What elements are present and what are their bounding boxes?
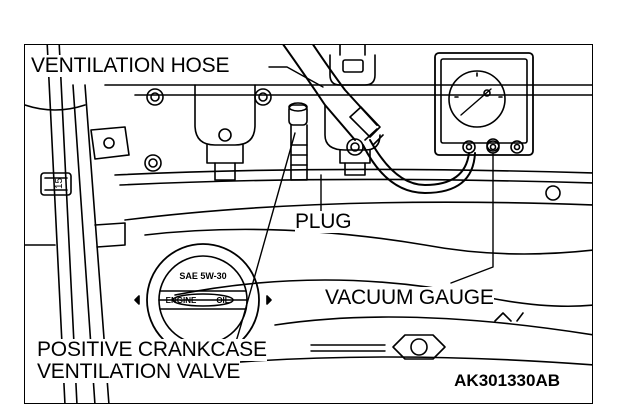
leader-lines <box>234 66 494 352</box>
ventilation-hose-label: VENTILATION HOSE <box>31 54 230 77</box>
figure-code: AK301330AB <box>454 371 560 390</box>
hose-clamp: 15 <box>40 172 72 196</box>
vacuum-line <box>362 139 476 194</box>
cap-engine-text: ENGINE <box>166 296 197 305</box>
ignition-coil-right <box>324 45 381 176</box>
vacuum-gauge <box>434 52 534 156</box>
diagram-frame: 15 <box>24 44 593 404</box>
pcv-valve-label-line1: POSITIVE CRANKCASE <box>37 338 267 361</box>
bracket-plate <box>90 126 130 248</box>
vacuum-gauge-label: VACUUM GAUGE <box>325 286 494 309</box>
clip-number: 15 <box>54 177 65 189</box>
cap-viscosity-text: SAE 5W-30 <box>179 271 226 281</box>
engine-illustration: 15 <box>25 45 592 403</box>
leader-ventilation-hose <box>268 66 324 88</box>
pcv-valve-body <box>288 102 308 181</box>
pcv-valve-label-line2: VENTILATION VALVE <box>37 360 241 383</box>
plug-label: PLUG <box>295 210 352 233</box>
leader-pcv-valve <box>310 344 386 352</box>
ignition-coil-left <box>194 84 256 181</box>
mount-boss <box>392 312 524 360</box>
leader-vacuum-gauge <box>450 152 494 284</box>
leader-pcv-valve-tip <box>234 132 296 346</box>
cap-oil-text: OIL <box>216 296 229 305</box>
